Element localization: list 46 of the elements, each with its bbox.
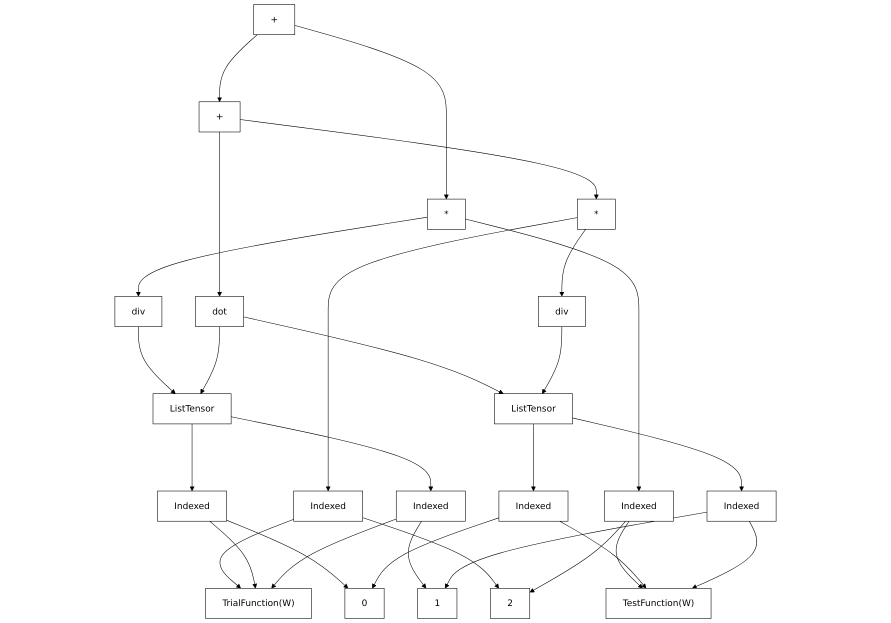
- arrow: [559, 229, 586, 297]
- node-box: +: [253, 4, 296, 35]
- arrow: [542, 326, 562, 394]
- arrow: [217, 132, 222, 297]
- node-box: dot: [195, 296, 244, 327]
- arrow: [560, 520, 646, 589]
- node-box: TrialFunction(W): [205, 588, 312, 619]
- arrow: [217, 34, 258, 102]
- node-box: Indexed: [157, 490, 227, 522]
- arrow: [243, 316, 504, 394]
- arrow: [530, 520, 626, 593]
- node-box: *: [427, 198, 466, 230]
- arrow: [408, 520, 426, 589]
- arrow: [136, 216, 428, 297]
- node-box: ListTensor: [152, 393, 232, 424]
- arrow: [220, 519, 294, 589]
- arrow: [616, 520, 643, 589]
- arrow: [572, 418, 744, 492]
- node-box: 1: [417, 588, 458, 619]
- arrow: [294, 25, 449, 200]
- arrow: [531, 424, 536, 492]
- arrow: [209, 520, 258, 589]
- arrow: [138, 326, 176, 394]
- node-box: *: [577, 198, 616, 230]
- arrow: [190, 424, 195, 492]
- arrow: [692, 520, 758, 589]
- arrow: [465, 218, 642, 492]
- node-box: TestFunction(W): [606, 588, 712, 619]
- arrow: [326, 217, 578, 492]
- node-box: Indexed: [293, 490, 363, 522]
- node-box: div: [538, 296, 586, 327]
- node-box: Indexed: [498, 490, 568, 522]
- node-box: Indexed: [604, 490, 674, 522]
- node-box: Indexed: [706, 490, 776, 522]
- node-box: Indexed: [396, 490, 466, 522]
- arrow: [200, 326, 220, 394]
- node-box: div: [114, 296, 162, 327]
- node-box: 0: [344, 588, 384, 619]
- arrow: [271, 518, 397, 589]
- node-box: +: [198, 102, 240, 132]
- node-box: 2: [490, 588, 530, 619]
- arrow: [226, 520, 348, 589]
- arrow: [444, 512, 708, 589]
- arrow: [230, 416, 434, 492]
- arrow: [240, 119, 599, 200]
- node-box: ListTensor: [494, 393, 573, 424]
